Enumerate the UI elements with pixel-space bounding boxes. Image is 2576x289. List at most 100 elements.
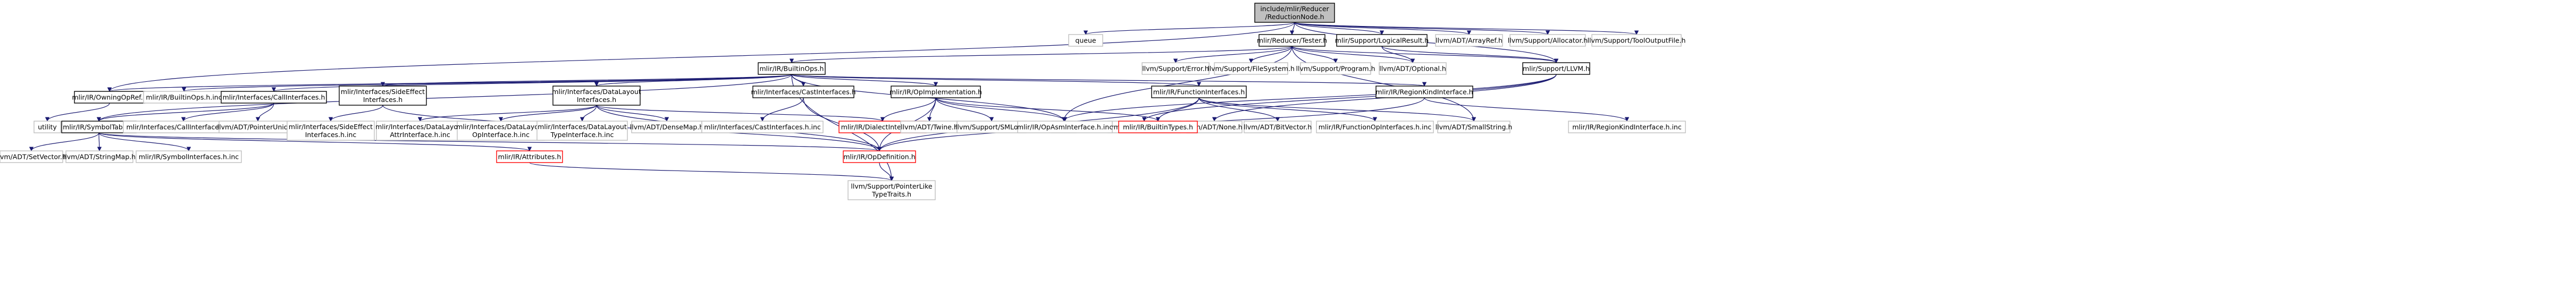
node-smallstring[interactable]: llvm/ADT/SmallString.h <box>1436 121 1513 133</box>
edge-root-to-allocator <box>1294 22 1550 35</box>
edge-arrow <box>791 74 1201 87</box>
node-box <box>1591 34 1682 47</box>
node-arrayref[interactable]: llvm/ADT/ArrayRef.h <box>1435 34 1503 47</box>
edge-arrow <box>182 74 792 92</box>
node-label: mlir/IR/OpDefinition.h <box>843 153 915 161</box>
node-optional[interactable]: llvm/ADT/Optional.h <box>1379 62 1447 75</box>
edge-arrow <box>1424 97 1630 122</box>
node-label: mlir/Interfaces/DataLayout <box>456 123 546 131</box>
node-densemap[interactable]: llvm/ADT/DenseMap.h <box>630 121 703 133</box>
node-symbolinc[interactable]: mlir/IR/SymbolInterfaces.h.inc <box>136 150 242 163</box>
edge-arrow <box>1061 74 1557 122</box>
node-opasm[interactable]: mlir/IR/OpAsmInterface.h.inc <box>1017 121 1113 133</box>
node-label: mlir/IR/SymbolTable.h <box>63 123 135 131</box>
node-label: llvm/Support/FileSystem.h <box>1207 65 1295 73</box>
node-bitvector[interactable]: llvm/ADT/BitVector.h <box>1244 121 1312 133</box>
edge-arrow <box>790 46 1293 63</box>
edge-arrow <box>97 74 792 122</box>
node-regionkindinc[interactable]: mlir/IR/RegionKindInterface.h.inc <box>1568 121 1686 133</box>
edge-arrow <box>594 74 792 87</box>
node-label: mlir/IR/OwningOpRef.h <box>72 94 147 101</box>
node-setvector[interactable]: llvm/ADT/SetVector.h <box>0 150 66 163</box>
edge-sideeffect-to-opdefinition <box>382 105 882 151</box>
node-sideeffectinc[interactable]: mlir/Interfaces/SideEffectInterfaces.h.i… <box>287 121 375 141</box>
node-llvmh[interactable]: mlir/Support/LLVM.h <box>1522 62 1590 75</box>
edge-root-to-arrayref <box>1294 22 1471 35</box>
node-label: mlir/Support/LLVM.h <box>1523 65 1590 73</box>
node-program[interactable]: llvm/Support/Program.h <box>1296 62 1375 75</box>
edge-arrow <box>1198 97 1378 122</box>
node-twine[interactable]: llvm/ADT/Twine.h <box>900 121 959 133</box>
node-label: mlir/IR/SymbolInterfaces.h.inc <box>139 153 239 161</box>
node-label: llvm/ADT/SetVector.h <box>0 153 66 161</box>
node-label: mlir/IR/RegionKindInterface.h <box>1375 88 1473 96</box>
edge-builtinops-to-functioninterfaces <box>791 74 1201 87</box>
edge-tester-to-program <box>1291 46 1338 63</box>
node-queue[interactable]: queue <box>1068 34 1103 47</box>
node-dltype[interactable]: mlir/Interfaces/DataLayoutTypeInterface.… <box>536 121 628 141</box>
edge-opimpl-to-twine <box>927 97 936 122</box>
node-box <box>552 86 641 106</box>
node-tooloutput[interactable]: llvm/Support/ToolOutputFile.h <box>1588 34 1686 47</box>
edge-arrow <box>1173 46 1293 63</box>
node-utility[interactable]: utility <box>33 121 61 133</box>
edge-arrow <box>107 22 1295 92</box>
node-opimpl[interactable]: mlir/IR/OpImplementation.h <box>890 86 982 98</box>
edge-arrow <box>1084 22 1295 35</box>
node-builtinops[interactable]: mlir/IR/BuiltinOps.h <box>758 62 826 75</box>
edge-symboltable-to-opdefinition <box>98 132 882 151</box>
node-label: mlir/IR/BuiltinTypes.h <box>1123 123 1193 131</box>
node-builtinopsinc[interactable]: mlir/IR/BuiltinOps.h.inc <box>143 91 225 104</box>
edge-arrow <box>1294 22 1471 35</box>
node-functioninterfaces[interactable]: mlir/IR/FunctionInterfaces.h <box>1151 86 1247 98</box>
edge-arrow <box>1142 74 1557 122</box>
node-box <box>1254 3 1335 23</box>
node-smloc[interactable]: llvm/Support/SMLoc.h <box>955 121 1028 133</box>
node-logical[interactable]: mlir/Support/LogicalResult.h <box>1335 34 1429 47</box>
node-dlattr[interactable]: mlir/Interfaces/DataLayoutAttrInterface.… <box>375 121 465 141</box>
node-allocator[interactable]: llvm/Support/Allocator.h <box>1508 34 1588 47</box>
node-box <box>287 121 375 141</box>
node-funcopinc[interactable]: mlir/IR/FunctionOpInterfaces.h.inc <box>1316 121 1434 133</box>
edge-arrow <box>45 103 110 122</box>
node-box <box>1017 121 1113 133</box>
node-filesystem[interactable]: llvm/Support/FileSystem.h <box>1207 62 1295 75</box>
edge-root-to-tooloutput <box>1294 22 1639 35</box>
node-box <box>1300 62 1371 75</box>
node-builtintypes[interactable]: mlir/IR/BuiltinTypes.h <box>1118 121 1198 133</box>
node-pointerunion[interactable]: llvm/ADT/PointerUnion.h <box>217 121 299 133</box>
node-label: llvm/Support/Error.h <box>1142 65 1209 73</box>
node-tester[interactable]: mlir/Reducer/Tester.h <box>1257 34 1327 47</box>
node-none[interactable]: llvm/ADT/None.h <box>1186 121 1243 133</box>
node-dlop[interactable]: mlir/Interfaces/DataLayoutOpInterface.h.… <box>456 121 546 141</box>
node-box <box>339 86 427 106</box>
node-castinc[interactable]: mlir/Interfaces/CastInterfaces.h.inc <box>701 121 824 133</box>
node-callinterfaces[interactable]: mlir/Interfaces/CallInterfaces.h <box>221 91 327 104</box>
node-label: mlir/IR/RegionKindInterface.h.inc <box>1572 123 1682 131</box>
node-label: mlir/Support/LogicalResult.h <box>1335 37 1429 45</box>
node-opdefinition[interactable]: mlir/IR/OpDefinition.h <box>843 150 916 163</box>
edge-arrow <box>1291 46 1415 63</box>
edge-arrow <box>98 132 532 151</box>
edge-ownedop-to-utility <box>45 103 110 122</box>
node-stringmap[interactable]: llvm/ADT/StringMap.h <box>63 150 136 163</box>
edge-tester-to-llvmh <box>1291 46 1558 63</box>
edge-opimpl-to-builtintypes <box>935 97 1161 122</box>
edge-symboltable-to-setvector <box>29 132 99 151</box>
node-label: llvm/ADT/BitVector.h <box>1244 123 1312 131</box>
node-castinterfaces[interactable]: mlir/Interfaces/CastInterfaces.h <box>751 86 856 98</box>
edge-builtinops-to-ownedop <box>107 74 792 92</box>
node-error[interactable]: llvm/Support/Error.h <box>1142 62 1210 75</box>
edge-arrow <box>181 103 274 122</box>
node-ownedop[interactable]: mlir/IR/OwningOpRef.h <box>72 91 147 104</box>
node-root[interactable]: include/mlir/Reducer/ReductionNode.h <box>1254 3 1335 23</box>
node-box <box>1151 86 1247 98</box>
node-regionkind[interactable]: mlir/IR/RegionKindInterface.h <box>1375 86 1473 98</box>
node-box <box>1142 62 1210 75</box>
node-attributes[interactable]: mlir/IR/Attributes.h <box>496 150 563 163</box>
edge-arrow <box>255 103 274 122</box>
edge-castinterfaces-to-castinc <box>760 97 804 122</box>
